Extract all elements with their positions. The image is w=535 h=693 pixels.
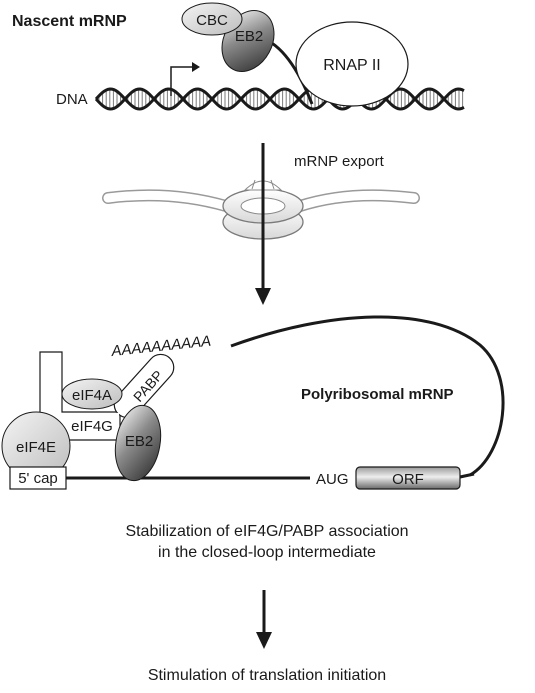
- polyribosomal-title: Polyribosomal mRNP: [301, 386, 454, 403]
- eb2-top-label: EB2: [235, 28, 263, 45]
- five-prime-cap-label: 5' cap: [18, 470, 58, 487]
- export-arrow: [255, 143, 271, 305]
- dna-strand-1: [94, 87, 465, 111]
- eif4a-protein: [61, 378, 123, 410]
- eif4g-label-box: [63, 413, 119, 439]
- orf-box: [355, 466, 461, 490]
- five-prime-cap-box: [9, 466, 67, 490]
- rnap-ii-complex: [295, 21, 409, 107]
- nuclear-pore-complex: [102, 178, 420, 240]
- nascent-title: Nascent mRNP: [12, 13, 127, 30]
- transcription-start-arrow: [170, 62, 200, 96]
- eif4g-label: eIF4G: [71, 418, 113, 435]
- mrna-strand-orf-link: [459, 472, 475, 479]
- dna-label: DNA: [56, 91, 88, 108]
- dna-strand-2: [94, 87, 465, 111]
- dna-helix: [94, 87, 465, 111]
- aug-label: AUG: [316, 471, 349, 488]
- mrna-closed-loop: [230, 315, 505, 477]
- eif4a-label: eIF4A: [72, 387, 112, 404]
- orf-label: ORF: [392, 471, 424, 488]
- cbc-label: CBC: [196, 12, 228, 29]
- stabilization-line-1: Stabilization of eIF4G/PABP association: [125, 523, 408, 540]
- export-label: mRNP export: [294, 153, 385, 170]
- stimulation-label: Stimulation of translation initiation: [148, 667, 386, 684]
- stabilization-line-2: in the closed-loop intermediate: [158, 544, 376, 561]
- outcome-arrow: [256, 590, 272, 649]
- rnap-ii-label: RNAP II: [323, 57, 381, 74]
- eb2-bottom-protein: [114, 404, 162, 482]
- eif4e-label: eIF4E: [16, 439, 56, 456]
- cbc-protein: [181, 2, 243, 36]
- eb2-bottom-label: EB2: [125, 433, 153, 450]
